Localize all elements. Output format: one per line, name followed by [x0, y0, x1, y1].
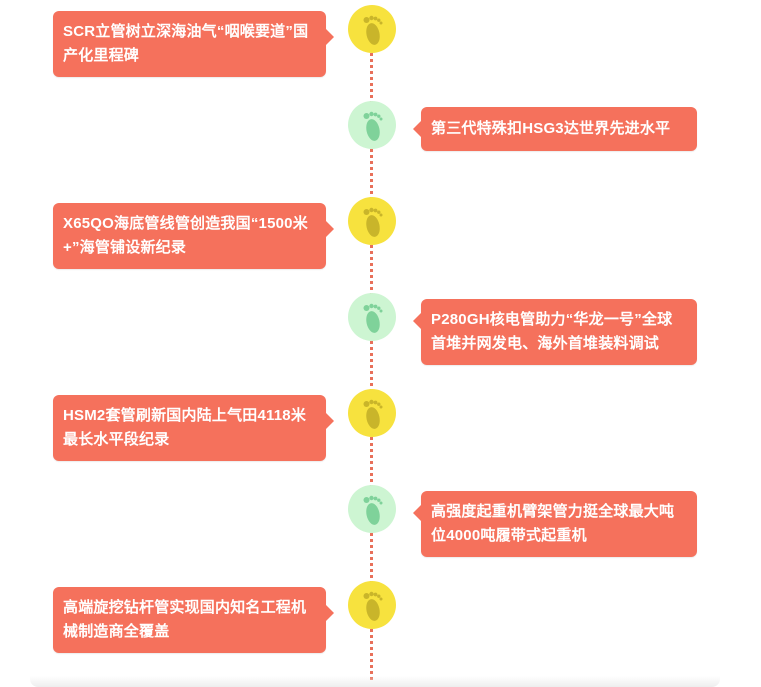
timeline-event: X65QO海底管线管创造我国“1500米+”海管铺设新纪录: [0, 197, 761, 269]
timeline-spine: [370, 48, 373, 680]
timeline-event: 高强度起重机臂架管力挺全球最大吨位4000吨履带式起重机: [0, 485, 761, 557]
footprint-icon: [363, 207, 383, 237]
event-card: 第三代特殊扣HSG3达世界先进水平: [413, 107, 697, 151]
footprint-icon: [363, 399, 383, 429]
timeline-node: [348, 485, 396, 533]
timeline-node: [348, 101, 396, 149]
timeline-node: [348, 389, 396, 437]
timeline-event: 高端旋挖钻杆管实现国内知名工程机械制造商全覆盖: [0, 581, 761, 653]
bottom-shadow: [30, 676, 720, 687]
event-card: SCR立管树立深海油气“咽喉要道”国产化里程碑: [53, 11, 334, 77]
timeline-node: [348, 197, 396, 245]
timeline-event: HSM2套管刷新国内陆上气田4118米最长水平段纪录: [0, 389, 761, 461]
footprint-icon: [363, 111, 383, 141]
timeline-event: P280GH核电管助力“华龙一号”全球首堆并网发电、海外首堆装料调试: [0, 293, 761, 365]
footprint-icon: [363, 591, 383, 621]
footprint-icon: [363, 303, 383, 333]
timeline-node: [348, 293, 396, 341]
timeline-event: 第三代特殊扣HSG3达世界先进水平: [0, 101, 761, 171]
event-card: 高端旋挖钻杆管实现国内知名工程机械制造商全覆盖: [53, 587, 334, 653]
timeline-event: SCR立管树立深海油气“咽喉要道”国产化里程碑: [0, 5, 761, 77]
event-card: P280GH核电管助力“华龙一号”全球首堆并网发电、海外首堆装料调试: [413, 299, 697, 365]
footprint-icon: [363, 15, 383, 45]
event-card: HSM2套管刷新国内陆上气田4118米最长水平段纪录: [53, 395, 334, 461]
event-card: 高强度起重机臂架管力挺全球最大吨位4000吨履带式起重机: [413, 491, 697, 557]
timeline-node: [348, 5, 396, 53]
footprint-icon: [363, 495, 383, 525]
timeline-node: [348, 581, 396, 629]
event-card: X65QO海底管线管创造我国“1500米+”海管铺设新纪录: [53, 203, 334, 269]
